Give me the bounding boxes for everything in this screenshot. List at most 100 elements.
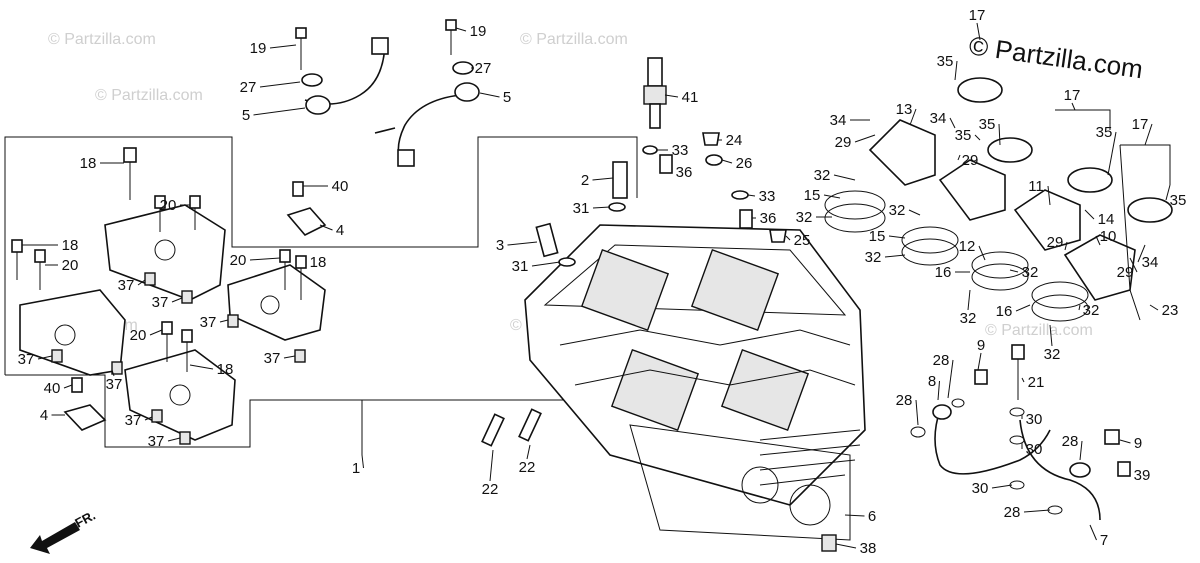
leader-line <box>507 241 538 246</box>
callout-number: 32 <box>1044 346 1061 363</box>
callout-number: 19 <box>470 23 487 40</box>
front-arrow: FR. <box>30 508 98 554</box>
callout-number: 21 <box>1028 374 1045 391</box>
leader-line <box>1015 304 1031 312</box>
callout-number: 17 <box>1064 87 1081 104</box>
leader-line <box>664 94 679 98</box>
leader-line <box>954 60 958 81</box>
callout-number: 32 <box>814 167 831 184</box>
bolts <box>11 19 1025 400</box>
callout-number: 34 <box>930 110 947 127</box>
watermark-text: © Partzilla.com <box>48 31 156 48</box>
leader-line <box>137 279 146 286</box>
callout-number: 5 <box>503 89 511 106</box>
callout-number: 4 <box>336 222 344 239</box>
leader-line <box>479 92 500 98</box>
callout-number: 4 <box>40 407 48 424</box>
leader-line <box>283 355 296 359</box>
callout-number: 30 <box>1026 441 1043 458</box>
leader-line <box>1047 185 1051 206</box>
callout-number: 37 <box>152 294 169 311</box>
callout-number: 37 <box>148 433 165 450</box>
callout-number: 27 <box>475 60 492 77</box>
callout-number: 18 <box>62 237 79 254</box>
callout-number: 38 <box>860 540 877 557</box>
leader-line <box>998 123 1001 146</box>
leader-line <box>1144 123 1153 146</box>
callout-number: 28 <box>896 392 913 409</box>
callout-number: 18 <box>217 361 234 378</box>
callout-number: 29 <box>835 134 852 151</box>
leader-line <box>785 235 791 241</box>
callout-number: 37 <box>106 376 123 393</box>
tappet-parts <box>481 161 628 447</box>
callout-number: 40 <box>44 380 61 397</box>
intake-manifolds <box>824 77 1173 322</box>
leader-line <box>1089 524 1097 541</box>
leader-line <box>947 359 954 399</box>
oil-hoses-right <box>910 369 1131 521</box>
leader-line <box>991 484 1013 489</box>
callout-number: 22 <box>482 481 499 498</box>
leader-line <box>974 134 981 141</box>
leader-lines <box>22 22 1171 549</box>
leader-line <box>915 399 919 426</box>
leader-line <box>1137 244 1146 263</box>
callout-number: 3 <box>496 237 504 254</box>
callout-number: 16 <box>996 303 1013 320</box>
leader-line <box>967 289 971 311</box>
leader-line <box>149 329 163 336</box>
camshaft-holders <box>19 204 326 441</box>
callout-number: 25 <box>794 232 811 249</box>
leader-line <box>1021 377 1025 383</box>
callout-number: 32 <box>889 202 906 219</box>
callout-number: 33 <box>672 142 689 159</box>
callout-number: 35 <box>1170 192 1187 209</box>
leader-line <box>1107 131 1117 176</box>
leader-line <box>1079 440 1083 461</box>
callout-number: 12 <box>959 238 976 255</box>
leader-line <box>144 416 153 421</box>
callout-number: 15 <box>869 228 886 245</box>
callout-number: 20 <box>230 252 247 269</box>
leader-line <box>908 209 921 216</box>
callout-number: 36 <box>760 210 777 227</box>
callout-number: 33 <box>759 188 776 205</box>
callout-number: 28 <box>933 352 950 369</box>
leader-line <box>219 319 229 323</box>
callout-number: 35 <box>979 116 996 133</box>
leader-line <box>1149 304 1159 311</box>
leader-line <box>1078 304 1081 311</box>
leader-line <box>249 257 281 261</box>
leader-line <box>259 81 301 88</box>
callout-number: 9 <box>1134 435 1142 452</box>
leader-line <box>455 27 467 32</box>
leader-line <box>909 108 917 126</box>
callout-number: 40 <box>332 178 349 195</box>
callout-number: 39 <box>1134 467 1151 484</box>
leader-line <box>1049 324 1053 347</box>
leader-line <box>1095 235 1101 246</box>
callout-number: 15 <box>804 187 821 204</box>
leader-line <box>978 245 986 261</box>
leader-line <box>884 254 906 258</box>
leader-line <box>63 384 73 389</box>
leader-line <box>1064 241 1068 251</box>
callout-number: 19 <box>250 40 267 57</box>
callout-number: 29 <box>962 152 979 169</box>
callout-number: 31 <box>512 258 529 275</box>
cylinder-head <box>524 224 866 541</box>
callout-number: 30 <box>1026 411 1043 428</box>
watermark-text: © Partzilla.com <box>95 87 203 104</box>
leader-line <box>854 134 876 143</box>
watermark-text: © Partzilla.com <box>985 322 1093 339</box>
callout-number: 32 <box>1022 264 1039 281</box>
leader-line <box>37 355 53 360</box>
callout-number: 17 <box>969 7 986 24</box>
leader-line <box>1023 509 1051 513</box>
leader-line <box>1129 257 1138 273</box>
callout-number: 37 <box>118 277 135 294</box>
callout-number: 14 <box>1098 211 1115 228</box>
